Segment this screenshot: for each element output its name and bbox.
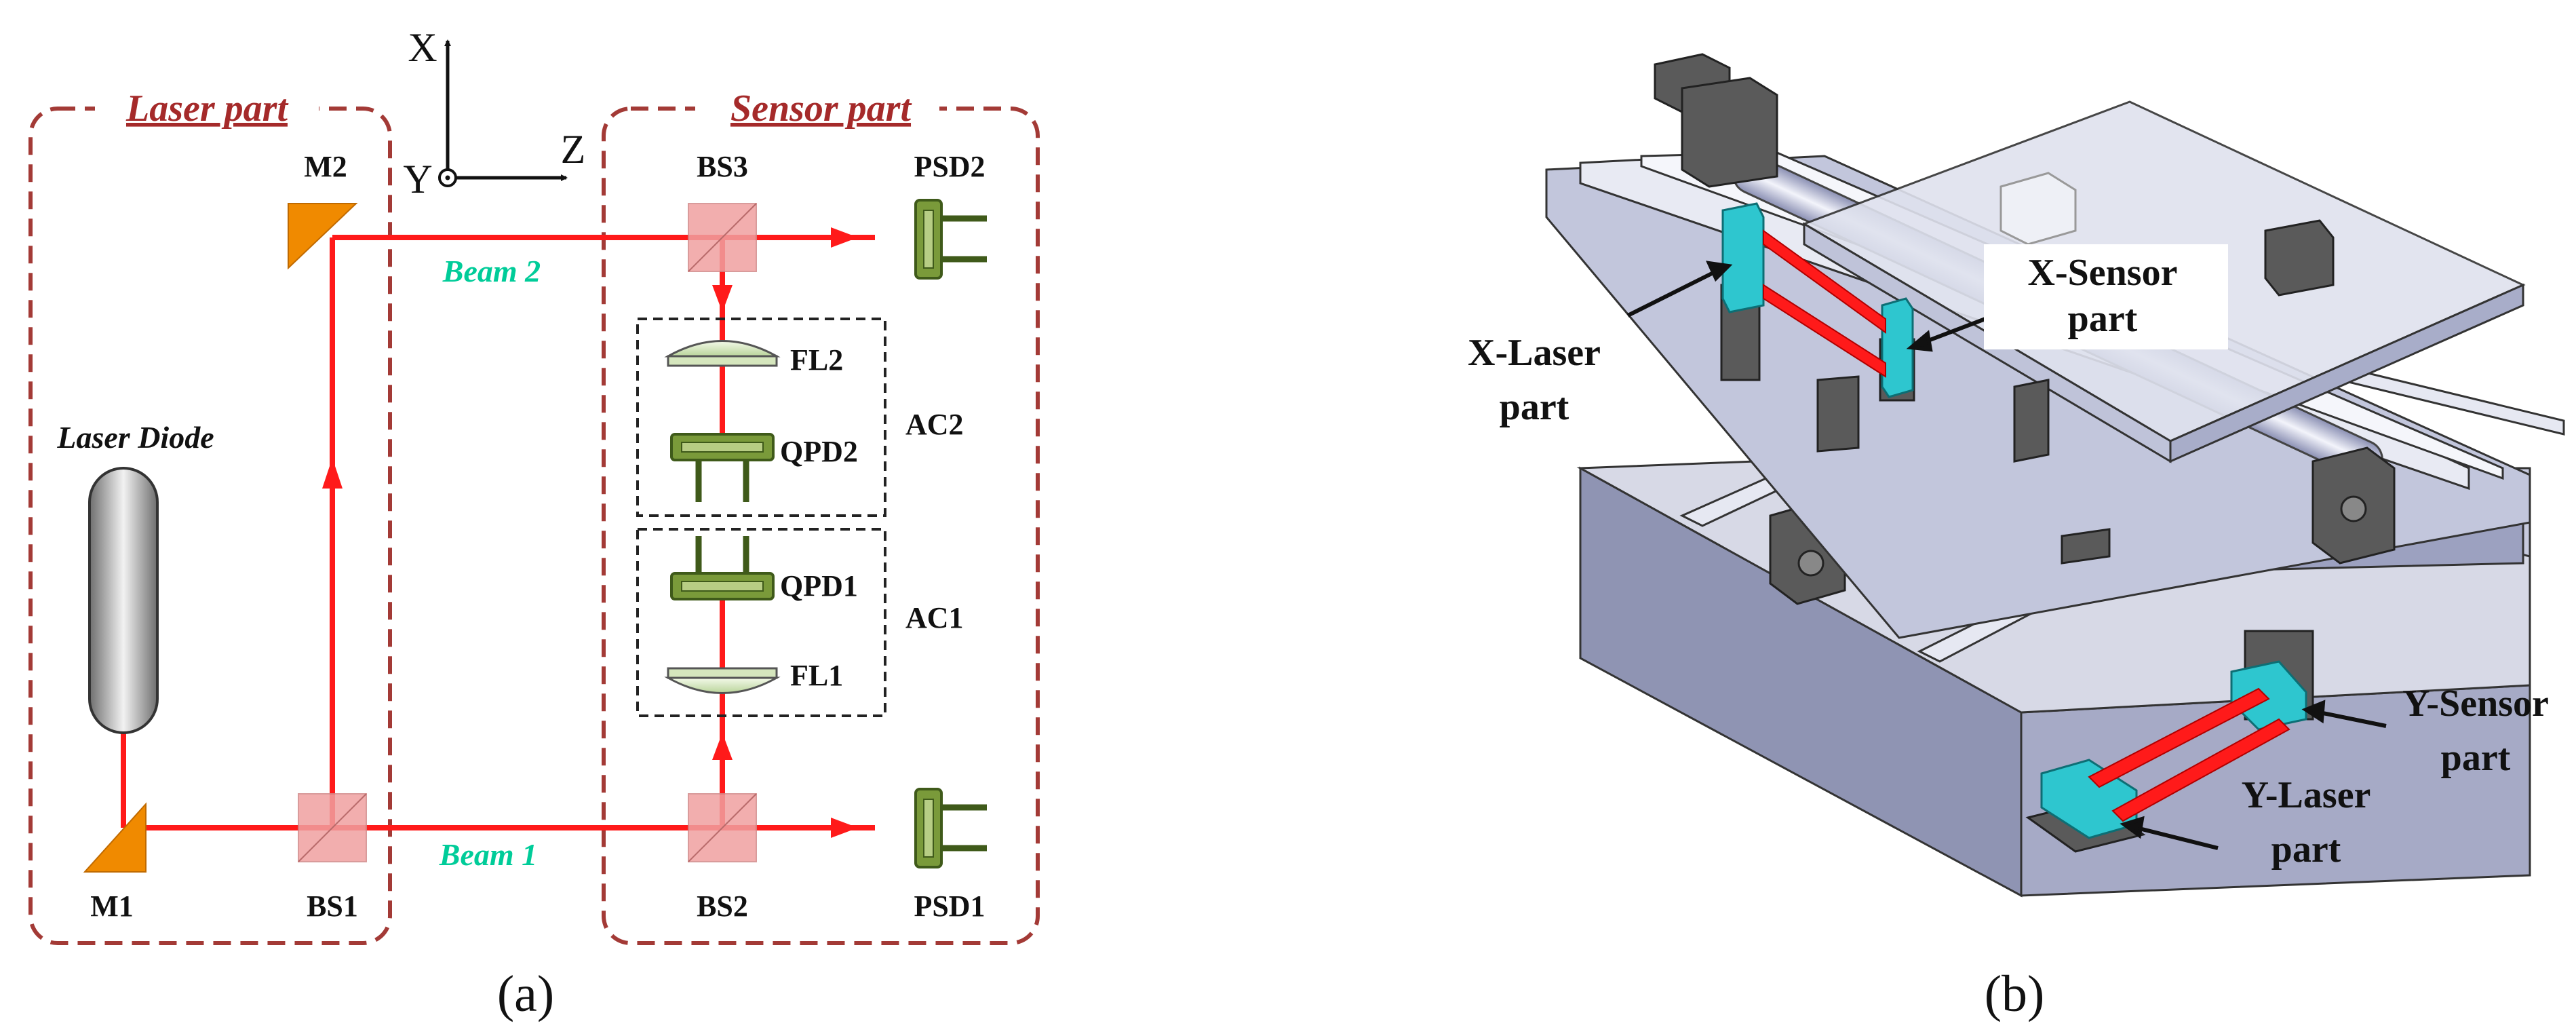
x-sensor-label-bg (1984, 244, 2228, 349)
ac1-box (636, 528, 886, 717)
fl1-label: FL1 (790, 659, 843, 692)
y-beam-upper (2088, 687, 2270, 788)
beam-splitter-bs1 (298, 793, 367, 862)
bs3-label: BS3 (697, 150, 748, 183)
panel-a-caption: (a) (497, 966, 554, 1023)
arrow-right-beam2 (831, 227, 858, 248)
y-laser-label-line1: Y-Laser (2242, 774, 2371, 816)
x-laser-head (1721, 202, 1765, 313)
qpd1-label: QPD1 (780, 569, 858, 603)
beam-splitter-bs3 (688, 203, 757, 272)
ac2-box (636, 318, 886, 517)
sensor-part-frame (602, 107, 1040, 945)
arrow-up-bs2 (712, 733, 733, 760)
fl2-label: FL2 (790, 343, 843, 377)
m1-label: M1 (90, 890, 134, 923)
y-laser-label-line2: part (2271, 828, 2341, 871)
y-sensor-label-line1: Y-Sensor (2402, 683, 2549, 725)
psd2-label: PSD2 (914, 150, 985, 183)
y-laser-assembly (2025, 630, 2314, 853)
bs2-label: BS2 (697, 890, 748, 923)
x-beam-upper (1763, 229, 1886, 334)
callout-arrows (1626, 261, 2387, 850)
x-sensor-label-line2: part (2068, 298, 2138, 340)
psd1-sensor (914, 788, 987, 868)
laser-diode-label: Laser Diode (56, 420, 214, 455)
sensor-part-title: Sensor part (730, 88, 912, 130)
ac2-label: AC2 (905, 408, 964, 441)
y-beam-lower (2111, 718, 2290, 822)
coordinate-axes: X Y Z (403, 25, 585, 202)
psd2-sensor (914, 199, 987, 280)
laser-beams (121, 235, 875, 830)
focus-lens-fl2 (664, 340, 781, 367)
x-laser-assembly (1720, 202, 1915, 402)
beam-arrowheads (322, 227, 858, 838)
x-sensor-label-line1: X-Sensor (2028, 252, 2178, 294)
x-laser-label-line1: X-Laser (1468, 332, 1601, 374)
x-beam-lower (1763, 284, 1886, 378)
arrow-up-bs1 (322, 458, 343, 489)
platform-legs (1816, 219, 2335, 565)
laser-diode (88, 467, 159, 734)
axis-z-label: Z (561, 127, 586, 172)
beam-1-label: Beam 1 (439, 837, 537, 872)
bs1-label: BS1 (307, 890, 358, 923)
arrow-down-bs3 (712, 285, 733, 312)
qpd2-label: QPD2 (780, 435, 858, 468)
x-laser-label-line2: part (1500, 386, 1569, 428)
x-rod-mounts (1654, 53, 2396, 565)
qpd1-sensor (670, 536, 775, 600)
panel-a: Laser part Sensor part X Y Z (28, 25, 1040, 1023)
axis-x-label: X (408, 25, 437, 70)
x-sensor-head (1881, 297, 1914, 398)
y-sensor-label-line2: part (2441, 737, 2511, 779)
laser-part-title: Laser part (125, 88, 288, 130)
panel-b-caption: (b) (1985, 966, 2045, 1023)
ac1-label: AC1 (905, 601, 964, 634)
mirror-m1 (83, 802, 147, 873)
axis-y-label: Y (403, 157, 432, 202)
arrow-right-beam1 (831, 818, 858, 838)
mirror-m2 (288, 203, 358, 270)
beam-splitter-bs2 (688, 793, 757, 862)
focus-lens-fl1 (664, 667, 781, 694)
m2-label: M2 (304, 150, 347, 183)
psd1-label: PSD1 (914, 890, 985, 923)
beam-2-label: Beam 2 (442, 254, 541, 288)
panel-b: X-Sensor part X-Laser part Y-Sensor part… (1468, 53, 2565, 1023)
qpd2-sensor (670, 433, 775, 502)
